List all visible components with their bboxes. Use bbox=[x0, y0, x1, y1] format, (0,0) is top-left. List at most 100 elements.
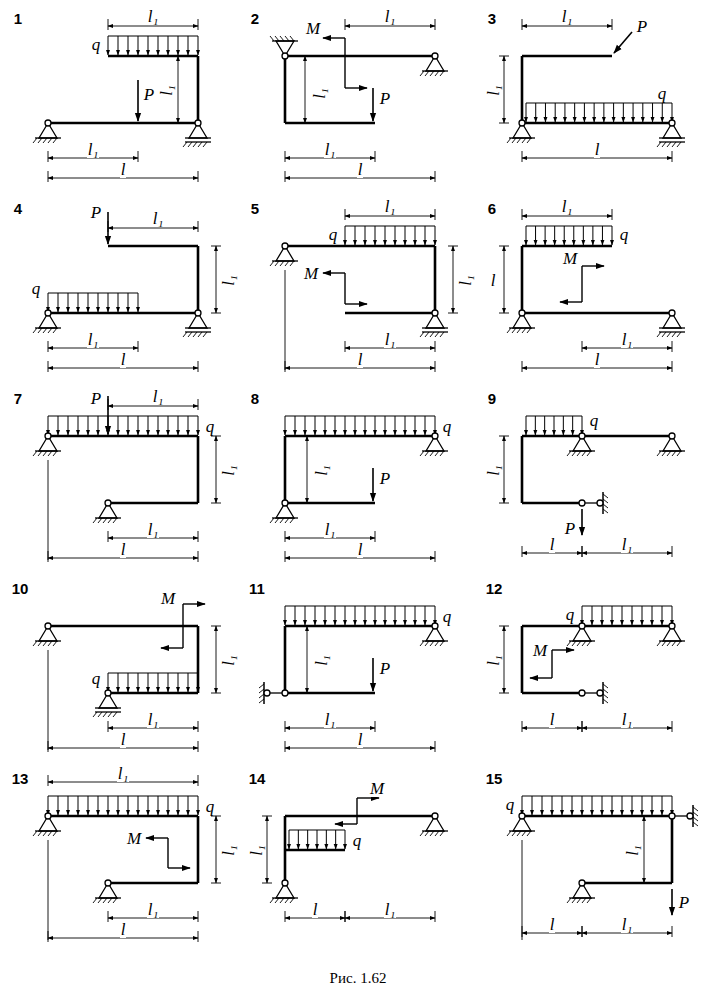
load-arrow bbox=[118, 673, 119, 692]
dimension-tick bbox=[173, 123, 183, 124]
dimension-line bbox=[108, 228, 198, 229]
dimension-line bbox=[108, 728, 198, 729]
ground-hatch bbox=[425, 332, 429, 337]
moment-couple bbox=[581, 266, 582, 302]
dimension-tick bbox=[108, 911, 109, 922]
ground-hatch bbox=[517, 138, 521, 143]
scheme-symbol: M bbox=[369, 780, 385, 797]
load-arrow bbox=[68, 293, 69, 312]
dimension-tick bbox=[582, 926, 583, 937]
ground-hatch bbox=[657, 332, 661, 337]
extension-line bbox=[522, 840, 523, 940]
dimension-line bbox=[216, 436, 217, 503]
load-arrow bbox=[574, 103, 575, 122]
dimension-tick bbox=[499, 503, 509, 504]
ground-hatch bbox=[522, 831, 526, 836]
scheme-symbol: l₁ bbox=[484, 84, 501, 97]
dimension-line bbox=[305, 56, 306, 123]
ground-hatch bbox=[435, 451, 439, 456]
hinge-circle bbox=[105, 500, 111, 506]
ground-hatch bbox=[667, 142, 671, 147]
ground-hatch bbox=[290, 898, 294, 903]
frame-member bbox=[284, 56, 287, 123]
load-arrow bbox=[522, 796, 523, 815]
scheme-symbol: l₁ bbox=[157, 84, 174, 97]
wall-hatch bbox=[259, 694, 264, 698]
support-base bbox=[659, 327, 685, 328]
load-arrow bbox=[98, 796, 99, 815]
ground-hatch bbox=[48, 831, 52, 836]
frame-member bbox=[48, 312, 198, 315]
ground-hatch bbox=[435, 831, 439, 836]
load-arrow bbox=[188, 36, 189, 55]
dimension-tick bbox=[285, 911, 286, 922]
load-arrow bbox=[58, 293, 59, 312]
ground-hatch bbox=[43, 138, 47, 143]
dimension-tick bbox=[499, 626, 509, 627]
ground-hatch bbox=[512, 328, 516, 333]
dimension-tick bbox=[108, 19, 109, 30]
dimension-line bbox=[285, 538, 375, 539]
load-arrow bbox=[555, 103, 556, 122]
dimension-tick bbox=[262, 883, 272, 884]
wall-hatch bbox=[603, 499, 608, 503]
scheme-symbol: q bbox=[565, 606, 576, 623]
dimension-tick bbox=[198, 531, 199, 542]
frame-scheme bbox=[33, 19, 211, 182]
ground-hatch bbox=[285, 261, 289, 266]
ground-hatch bbox=[667, 332, 671, 337]
dimension-tick bbox=[48, 775, 49, 786]
ground-hatch bbox=[183, 142, 187, 147]
load-arrow bbox=[158, 673, 159, 692]
ground-hatch bbox=[577, 451, 581, 456]
dimension-tick bbox=[198, 775, 199, 786]
figure-number: 12 bbox=[485, 581, 504, 596]
dimension-line bbox=[522, 158, 672, 159]
load-arrow bbox=[138, 293, 139, 312]
scheme-symbol: P bbox=[564, 520, 576, 537]
ground-hatch bbox=[103, 898, 107, 903]
load-arrow bbox=[535, 103, 536, 122]
dimension-line bbox=[267, 816, 268, 883]
load-arrow bbox=[305, 606, 306, 625]
figure-number: 9 bbox=[487, 391, 497, 406]
scheme-symbol: q bbox=[442, 418, 453, 435]
load-arrow bbox=[612, 606, 613, 625]
ground-hatch bbox=[113, 898, 117, 903]
scheme-symbol: l bbox=[357, 161, 364, 178]
dimension-tick bbox=[435, 361, 436, 372]
dimension-tick bbox=[48, 361, 49, 372]
load-arrow bbox=[158, 36, 159, 55]
load-arrow bbox=[307, 830, 308, 849]
load-arrow bbox=[545, 103, 546, 122]
load-arrow bbox=[295, 416, 296, 435]
ground-hatch bbox=[435, 332, 439, 337]
load-arrow bbox=[672, 606, 673, 625]
load-arrow bbox=[662, 606, 663, 625]
ground-hatch bbox=[290, 36, 294, 41]
dimension-line bbox=[582, 728, 672, 729]
load-arrow bbox=[345, 606, 346, 625]
load-arrow bbox=[652, 606, 653, 625]
scheme-symbol: l₁ bbox=[324, 711, 337, 728]
hinge-circle bbox=[45, 120, 51, 126]
scheme-symbol: l bbox=[120, 541, 127, 558]
ground-hatch bbox=[677, 451, 681, 456]
ground-hatch bbox=[430, 641, 434, 646]
scheme-symbol: l bbox=[357, 351, 364, 368]
ground-hatch bbox=[198, 332, 202, 337]
load-arrow bbox=[562, 796, 563, 815]
load-arrow bbox=[58, 796, 59, 815]
load-arrow bbox=[365, 606, 366, 625]
load-arrow bbox=[632, 796, 633, 815]
load-arrow bbox=[584, 103, 585, 122]
ground-hatch bbox=[430, 451, 434, 456]
load-arrow bbox=[345, 830, 346, 849]
scheme-symbol: l₁ bbox=[621, 331, 634, 348]
dimension-tick bbox=[448, 246, 458, 247]
ground-hatch bbox=[53, 451, 57, 456]
ground-hatch bbox=[280, 261, 284, 266]
frame-scheme bbox=[499, 606, 685, 732]
dimension-line bbox=[285, 158, 375, 159]
scheme-symbol: q bbox=[91, 670, 102, 687]
